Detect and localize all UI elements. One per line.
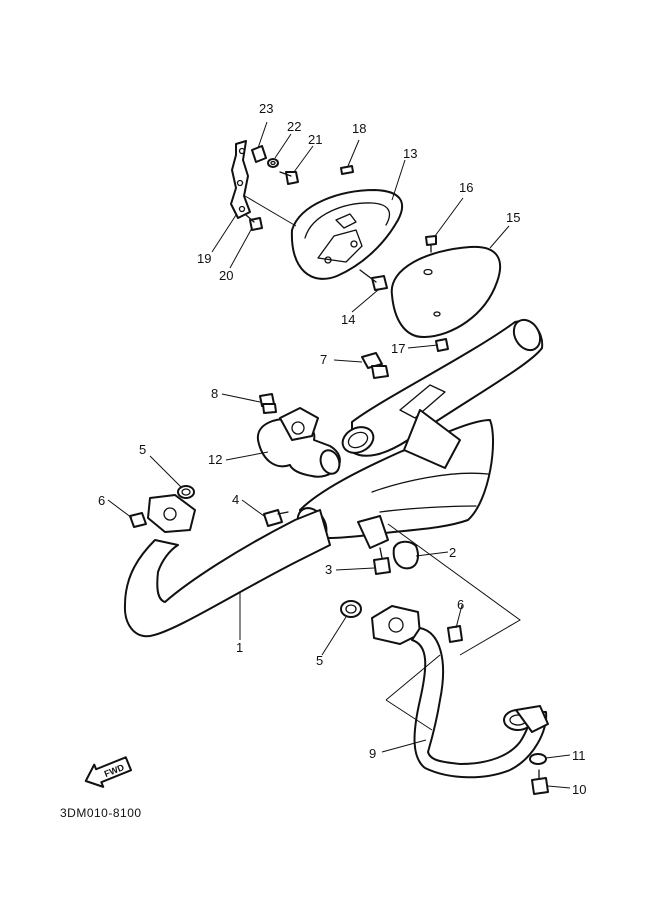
part-19-bracket [230,140,297,227]
part-2-damper [392,540,419,570]
part-21-bolt [279,171,299,185]
callout-16: 16 [459,180,473,195]
part-6-nut-lower [447,625,463,643]
callout-9: 9 [369,746,376,761]
callout-6-lower: 6 [457,597,464,612]
callout-5-upper: 5 [139,442,146,457]
callout-17: 17 [391,341,405,356]
part-22-washer [267,158,279,168]
callout-10: 10 [572,782,586,797]
part-11-washer [529,753,547,765]
part-17-nut [435,338,449,352]
diagram-code: 3DM010-8100 [60,806,142,820]
callout-18: 18 [352,121,366,136]
part-4-bolt [263,509,289,527]
callout-8: 8 [211,386,218,401]
part-13-muffler-end-cover [290,189,403,280]
callout-19: 19 [197,251,211,266]
callout-22: 22 [287,119,301,134]
leader-lines [107,121,571,789]
callout-15: 15 [506,210,520,225]
callout-1: 1 [236,640,243,655]
part-5-gasket-upper [177,485,195,499]
part-7-bolt [361,352,389,379]
part-1-exhaust-pipe [123,494,331,640]
callout-20: 20 [219,268,233,283]
part-20-bolt [245,214,263,231]
part-6-nut-upper [129,512,147,528]
callout-12: 12 [208,452,222,467]
part-16-screw [425,235,437,253]
part-23-damper [251,145,267,163]
part-15-heat-shield-cover [390,245,502,339]
callout-5-lower: 5 [316,653,323,668]
part-5-gasket-lower [340,600,362,618]
callout-14: 14 [341,312,355,327]
callout-labels: 23 22 21 18 13 16 15 19 20 14 17 7 8 12 … [98,101,586,797]
muffler-body [296,318,544,543]
part-14-bolt [359,269,388,291]
fwd-arrow-icon: FWD [84,756,133,788]
callout-4: 4 [232,492,239,507]
part-18-clip [340,165,354,175]
callout-7: 7 [320,352,327,367]
part-8-bolt [259,393,277,414]
part-10-bolt [531,769,549,795]
callout-23: 23 [259,101,273,116]
callout-2: 2 [449,545,456,560]
part-12-connecting-pipe [256,407,341,478]
callout-11: 11 [572,748,586,763]
assembly-guide-lines [385,523,521,731]
part-3-bolt [357,515,391,575]
part-9-exhaust-pipe [371,605,549,779]
callout-21: 21 [308,132,322,147]
callout-13: 13 [403,146,417,161]
callout-3: 3 [325,562,332,577]
callout-6-upper: 6 [98,493,105,508]
